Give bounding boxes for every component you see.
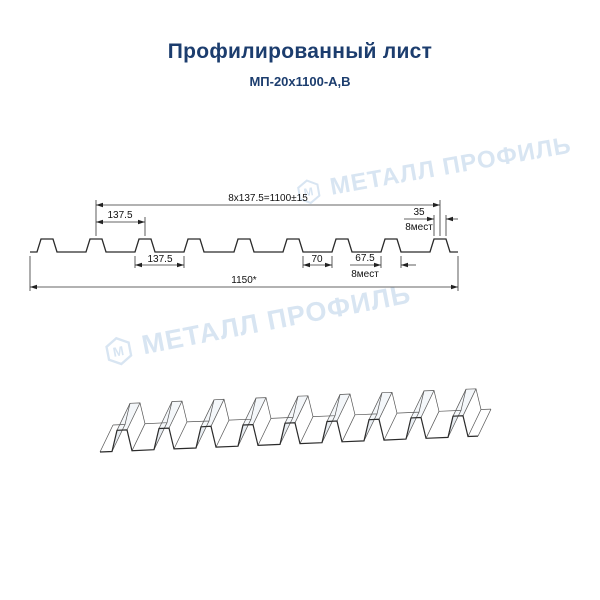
dim-label-overall: 1150* [231,275,257,286]
dim-label-rib-top-width: 35 [413,207,425,218]
metall-profil-logo-icon: М [297,179,321,205]
logo-letter: М [112,342,127,359]
watermark: М МЕТАЛЛ ПРОФИЛЬ [101,279,414,369]
dim-label-pitch-bottom: 137.5 [147,254,172,265]
page-title: Профилированный лист [167,40,433,63]
logo-letter: М [303,186,315,200]
metall-profil-logo-icon: М [105,336,133,365]
dim-label-pitch-top: 137.5 [107,210,132,221]
watermark-text: МЕТАЛЛ ПРОФИЛЬ [328,131,574,201]
dim-label-rib-top-places: 8мест [405,222,433,233]
dimension-lines [29,200,459,291]
dim-label-rib-bottom-width: 67.5 [355,253,375,264]
page-subtitle: МП-20х1100-А,В [249,74,351,89]
watermark: М МЕТАЛЛ ПРОФИЛЬ [294,132,574,208]
profile-3d-view [99,388,492,453]
watermark-text: МЕТАЛЛ ПРОФИЛЬ [139,278,414,361]
cross-section-profile [30,238,458,253]
dim-label-valley: 70 [311,254,323,265]
dim-label-rib-bottom-places: 8мест [351,269,379,280]
